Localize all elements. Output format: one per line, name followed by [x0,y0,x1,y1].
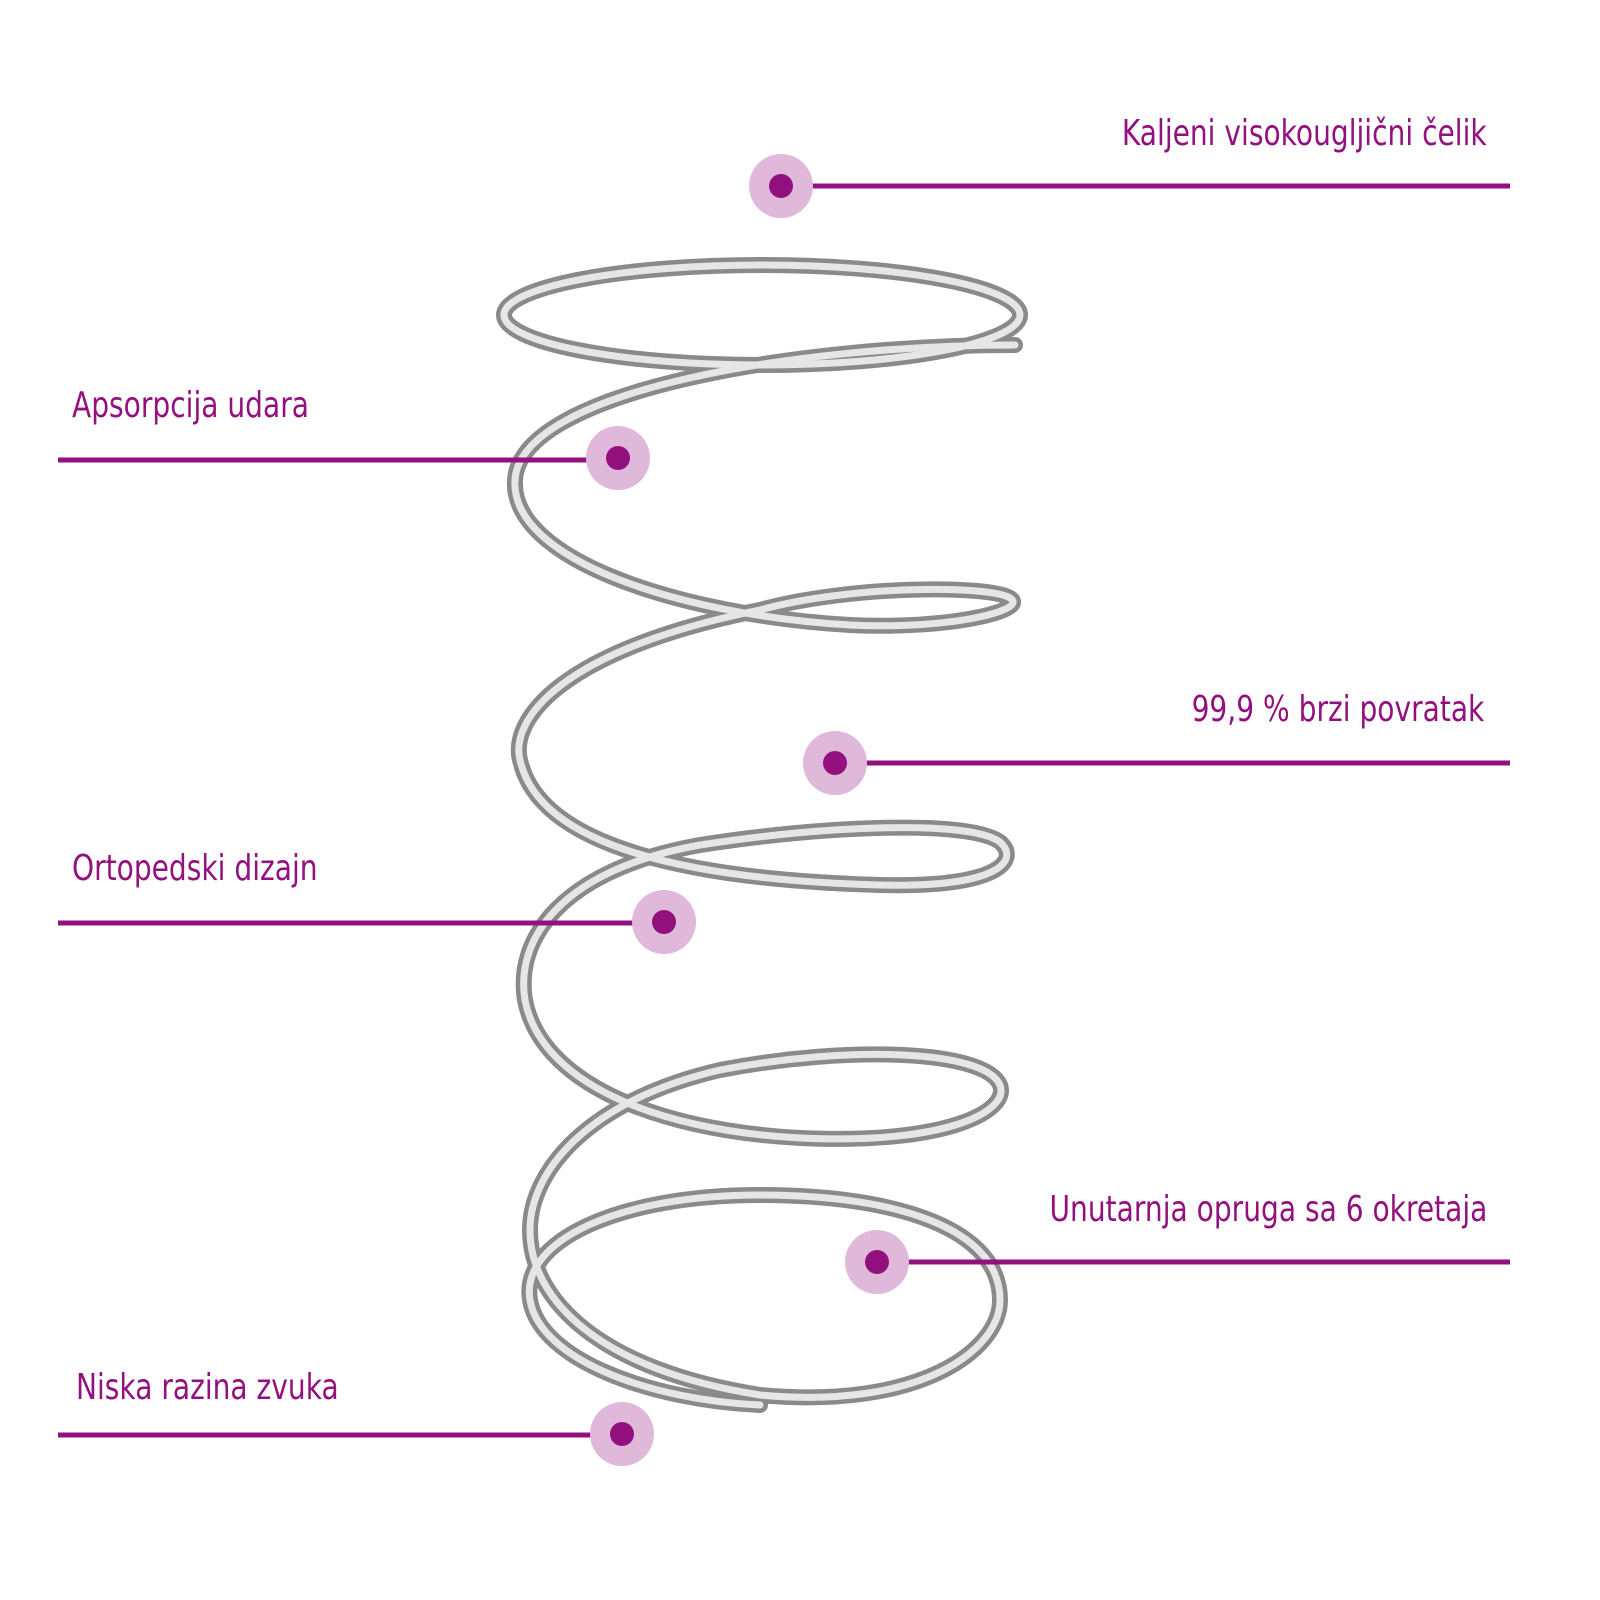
label-inner-spring: Unutarnja opruga sa 6 okretaja [1049,1189,1487,1230]
spring-coil [496,257,1028,1413]
label-low-noise: Niska razina zvuka [76,1367,339,1408]
callout-steel [749,154,1510,218]
marker-dot [769,174,793,198]
marker-dot [606,446,630,470]
marker-dot [823,751,847,775]
label-absorption: Apsorpcija udara [72,385,309,426]
marker-dot [610,1422,634,1446]
marker-dot [865,1250,889,1274]
callout-orthopedic [58,890,696,954]
callout-low-noise [58,1402,654,1466]
callout-rebound [803,731,1510,795]
callout-inner-spring [845,1230,1510,1294]
label-steel: Kaljeni visokougljični čelik [1122,113,1487,154]
callout-absorption [58,426,650,490]
label-rebound: 99,9 % brzi povratak [1191,689,1484,730]
label-orthopedic: Ortopedski dizajn [72,848,318,889]
marker-dot [652,910,676,934]
